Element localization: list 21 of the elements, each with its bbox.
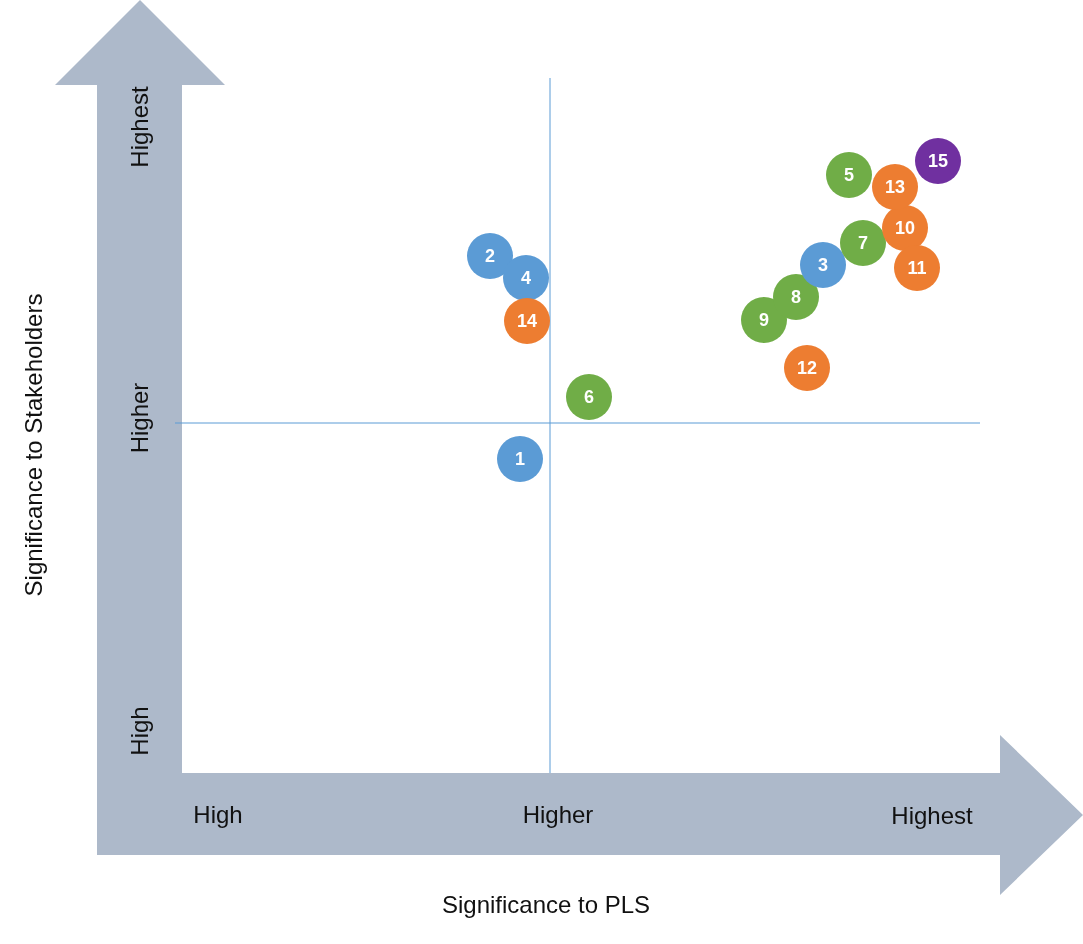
axis-tick-label: High (126, 706, 154, 756)
numbered-circle: 4 (503, 255, 549, 301)
axis-tick-label: Highest (126, 86, 154, 168)
numbered-circle: 11 (894, 245, 940, 291)
numbered-circle: 14 (504, 298, 550, 344)
numbered-circle: 5 (826, 152, 872, 198)
numbered-circle: 15 (915, 138, 961, 184)
axis-tick-label: Highest (891, 802, 973, 830)
axis-tick-label: Higher (522, 801, 594, 829)
numbered-circle: 7 (840, 220, 886, 266)
numbered-circle: 12 (784, 345, 830, 391)
axis-tick-label: High (193, 801, 243, 829)
numbered-circle: 1 (497, 436, 543, 482)
numbered-circle: 3 (800, 242, 846, 288)
axis-title: Significance to PLS (441, 891, 651, 919)
axis-tick-label: Higher (126, 382, 154, 454)
axis-title: Significance to Stakeholders (20, 293, 48, 597)
numbered-circle: 9 (741, 297, 787, 343)
numbered-circle: 13 (872, 164, 918, 210)
numbered-circle: 6 (566, 374, 612, 420)
numbered-circle: 2 (467, 233, 513, 279)
